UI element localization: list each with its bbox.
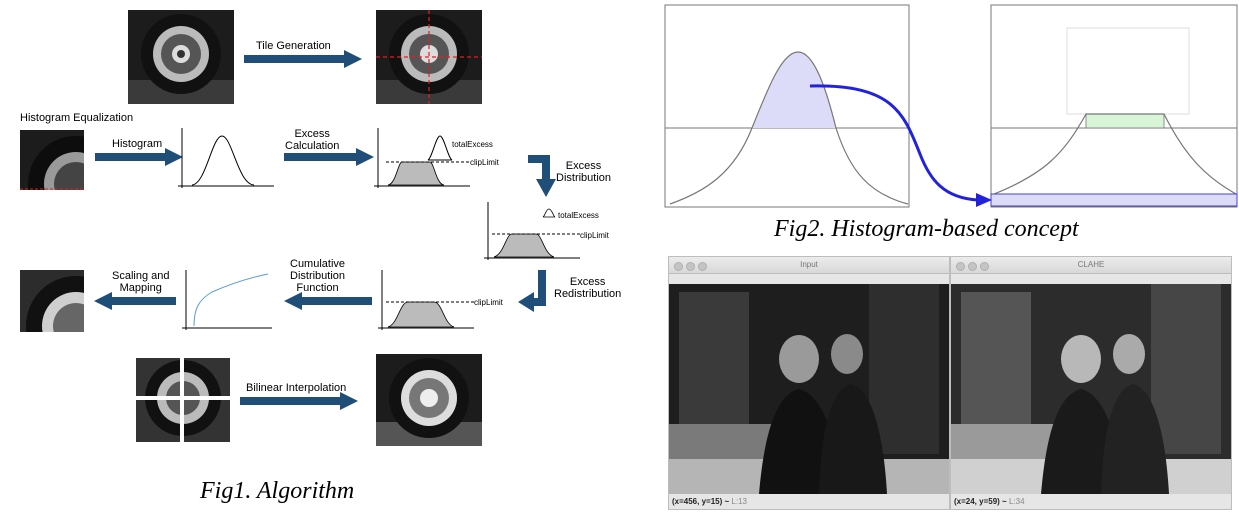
arrow-scaling-mapping <box>94 292 176 310</box>
tire-tile-photo <box>20 130 84 190</box>
label-total-excess-2: totalExcess <box>558 211 599 220</box>
input-photo-graphic <box>669 284 949 494</box>
label-excess-redistribution: Excess Redistribution <box>554 276 622 300</box>
input-window-title: Input <box>800 260 818 269</box>
fig2-diagram <box>664 4 1238 208</box>
input-image[interactable] <box>669 284 949 494</box>
label-cdf: Cumulative Distribution Function <box>290 258 346 294</box>
excess-distribution-plot <box>484 202 580 260</box>
minimize-button[interactable] <box>968 262 977 271</box>
tire-graphic <box>128 14 234 104</box>
total-excess-icon <box>542 208 556 218</box>
input-window-titlebar[interactable]: Input <box>669 257 949 274</box>
label-histogram: Histogram <box>112 138 163 150</box>
clahe-status-bar: (x=24, y=59) ~ L:34 <box>954 497 1025 506</box>
tire-tiles-separated <box>136 358 230 442</box>
arrow-excess-calculation <box>284 148 374 166</box>
clahe-image[interactable] <box>951 284 1231 494</box>
fig2-left-excess-area <box>752 52 836 128</box>
fig2-right-box <box>1066 27 1190 115</box>
histogram-plot <box>178 128 274 188</box>
label-scaling-mapping: Scaling and Mapping <box>112 270 170 294</box>
tire-photo-result <box>376 354 482 446</box>
arrow-excess-distribution <box>528 155 556 197</box>
fig2-right-clipped-area <box>1085 113 1165 129</box>
excess-redistribution-plot <box>378 270 474 330</box>
label-excess-calculation: Excess Calculation <box>285 128 340 152</box>
arrow-tile-generation <box>244 50 362 68</box>
input-status-value: L:13 <box>731 497 747 506</box>
arrow-bilinear <box>240 392 358 410</box>
input-status-coords: (x=456, y=15) ~ <box>672 497 730 506</box>
tiles-graphic <box>136 358 230 442</box>
zoom-button[interactable] <box>980 262 989 271</box>
arrow-histogram <box>95 148 183 166</box>
label-tile-generation: Tile Generation <box>256 40 331 52</box>
clahe-photo-graphic <box>951 284 1231 494</box>
fig2-caption: Fig2. Histogram-based concept <box>774 216 1079 242</box>
close-button[interactable] <box>674 262 683 271</box>
zoom-button[interactable] <box>698 262 707 271</box>
input-window: Input (x=456, y=15) ~ L:13 <box>668 256 950 510</box>
tire-result-graphic <box>376 358 482 446</box>
input-status-bar: (x=456, y=15) ~ L:13 <box>672 497 747 506</box>
tile-equalized-graphic <box>26 276 84 332</box>
close-button[interactable] <box>956 262 965 271</box>
label-histogram-equalization: Histogram Equalization <box>20 112 134 124</box>
minimize-button[interactable] <box>686 262 695 271</box>
label-clip-limit-2: clipLimit <box>580 231 609 240</box>
label-clip-limit-1: clipLimit <box>470 158 499 167</box>
clahe-window-titlebar[interactable]: CLAHE <box>951 257 1231 274</box>
clahe-window: CLAHE (x=24, y=59) ~ L:34 <box>950 256 1232 510</box>
fig1-caption: Fig1. Algorithm <box>200 478 355 504</box>
tire-photo-tiled <box>376 10 482 104</box>
clahe-window-title: CLAHE <box>1077 260 1105 269</box>
cdf-plot <box>182 270 272 330</box>
fig2-left-curve <box>669 51 909 205</box>
label-clip-limit-3: clipLimit <box>474 298 503 307</box>
label-total-excess-1: totalExcess <box>452 140 493 149</box>
fig2-transfer-arrow <box>809 84 979 202</box>
fig2-right-curve <box>993 113 1237 195</box>
excess-calculation-plot <box>374 128 470 188</box>
clahe-status-coords: (x=24, y=59) ~ <box>954 497 1007 506</box>
tire-photo-original <box>128 10 234 104</box>
tire-graphic-tiled <box>376 10 482 104</box>
fig2-redistributed-band <box>990 193 1238 207</box>
arrow-excess-redistribution <box>518 270 546 312</box>
label-excess-distribution: Excess Distribution <box>556 160 612 184</box>
tire-tile-equalized <box>20 270 84 332</box>
clahe-status-value: L:34 <box>1008 497 1025 506</box>
tile-graphic <box>20 136 84 190</box>
arrow-cdf <box>284 292 372 310</box>
label-bilinear-interpolation: Bilinear Interpolation <box>246 382 347 394</box>
